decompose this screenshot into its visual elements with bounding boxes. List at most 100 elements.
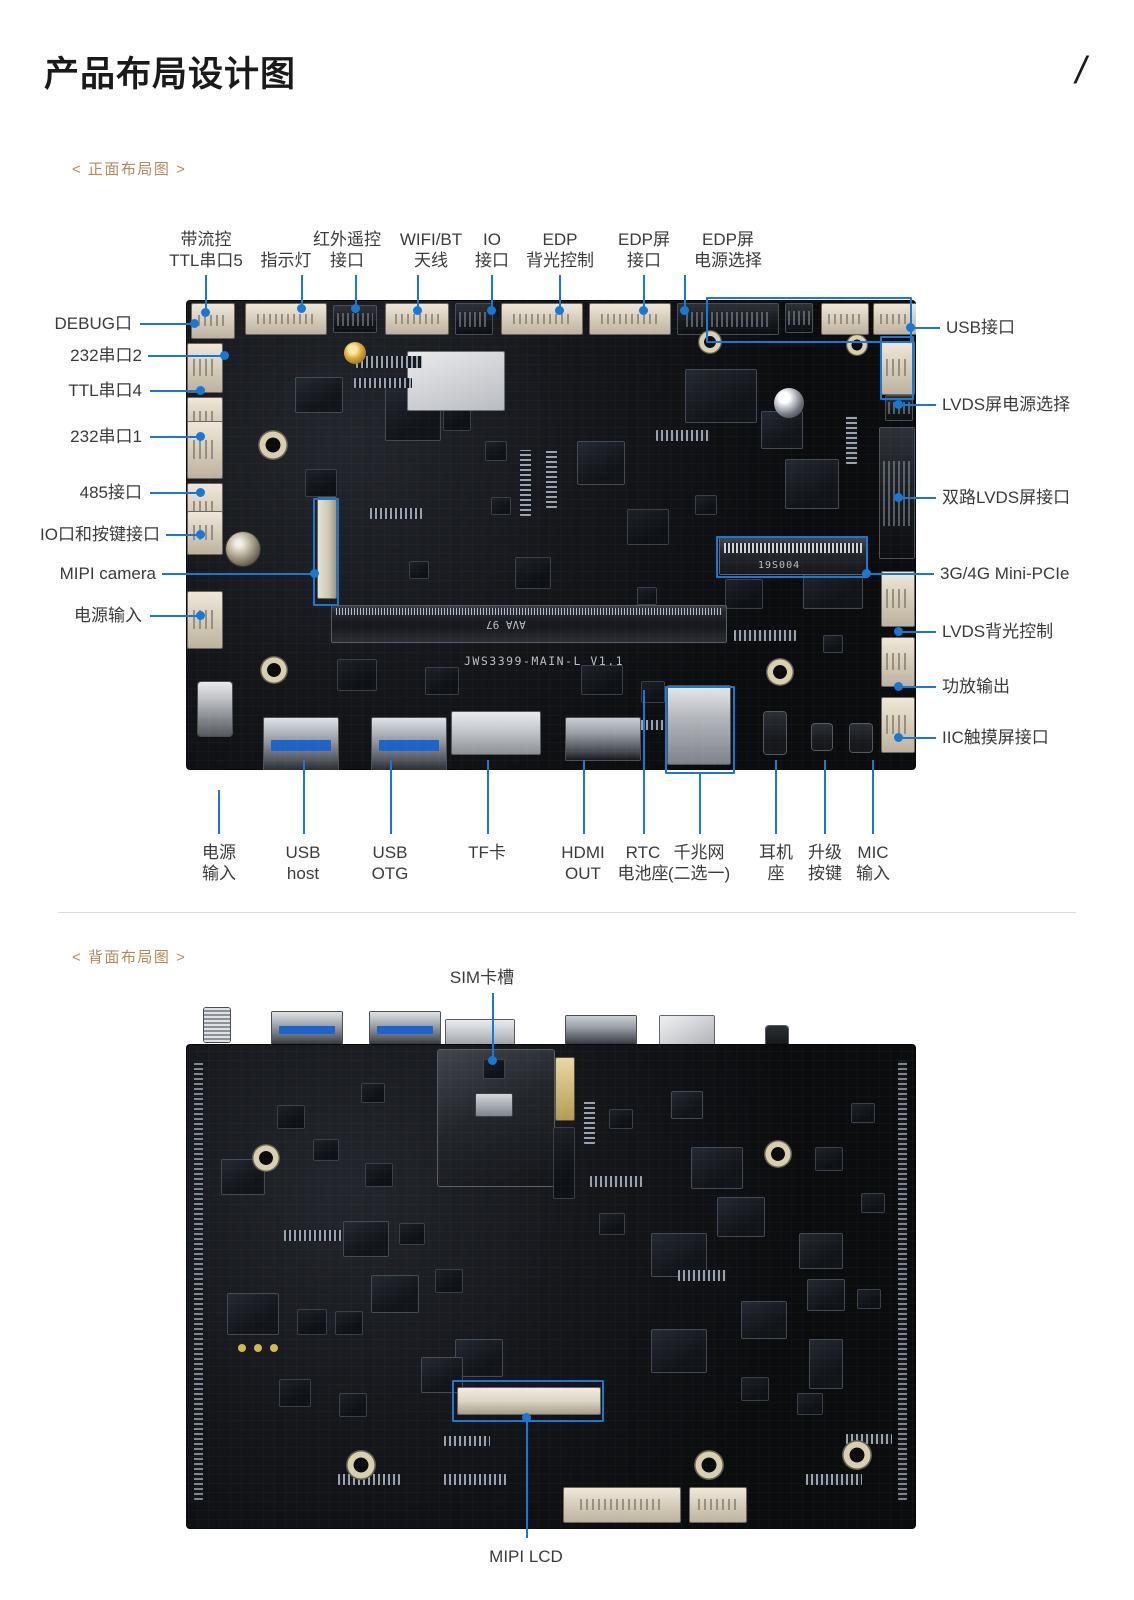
dot-left-6 [310,569,319,578]
highlight-mini-pcie [716,536,868,578]
callout-top-2-line-0: 红外遥控 [313,230,381,249]
callout-back-sim-label: SIM卡槽 [449,968,515,987]
callout-left-1-label: 232串口2 [70,346,142,365]
highlight-usb-headers [706,297,912,343]
callout-bottom-9: MIC 输入 [846,842,900,884]
lead-bottom-0 [218,790,220,834]
callout-left-3: 232串口1 [20,426,142,447]
callout-bottom-7-line-1: 座 [767,864,785,883]
section-label-front: < 正面布局图 > [72,161,187,178]
lead-right-6 [900,737,936,739]
callout-top-7: EDP屏 电源选择 [680,229,776,271]
lead-left-6 [162,573,316,575]
callout-bottom-1-line-0: USB [285,843,321,862]
callout-bottom-3-line-0: TF卡 [468,843,506,862]
lead-bottom-8 [824,760,826,834]
callout-bottom-5-line-1: 电池座 [617,864,669,883]
lead-left-3 [150,436,202,438]
callout-top-4-line-1: 接口 [475,251,509,270]
dot-left-2 [196,386,205,395]
dot-top-7 [680,306,689,315]
callout-top-5-line-0: EDP [542,230,578,249]
lead-left-0 [140,323,196,325]
highlight-gigabit-lan [665,686,735,774]
callout-top-2: 红外遥控 接口 [305,229,389,271]
lead-bottom-9 [872,760,874,834]
lead-left-2 [150,390,202,392]
callout-bottom-2: USB OTG [355,842,425,884]
lead-left-7 [150,615,202,617]
callout-top-6-line-0: EDP屏 [618,230,670,249]
callout-top-1-line-0: 指示灯 [260,251,312,270]
dot-right-2 [894,493,903,502]
dot-right-0 [906,323,915,332]
dot-top-5 [555,306,564,315]
callout-bottom-1-line-1: host [286,864,320,883]
callout-bottom-6-line-1: (二选一) [667,864,731,883]
mipi-camera-connector [318,498,336,598]
callout-right-1: LVDS屏电源选择 [942,394,1070,415]
callout-bottom-7-line-0: 耳机 [759,843,793,862]
back-usb-otg [370,1012,440,1046]
lead-right-0 [912,327,940,329]
dot-top-0 [201,308,210,317]
callout-left-0-label: DEBUG口 [54,314,132,333]
callout-bottom-0-line-1: 输入 [202,864,236,883]
callout-top-1: 指示灯 [248,250,324,271]
callout-left-6-label: MIPI camera [59,564,156,583]
callout-right-5-label: 功放输出 [942,677,1010,696]
callout-back-sim: SIM卡槽 [432,967,532,988]
callout-bottom-4: HDMI OUT [546,842,620,884]
lead-top-2 [355,275,357,309]
highlight-mipi-camera [313,498,339,606]
callout-right-0: USB接口 [946,317,1015,338]
callout-top-3: WIFI/BT 天线 [392,229,470,271]
callout-right-5: 功放输出 [942,676,1010,697]
callout-bottom-7: 耳机 座 [750,842,802,884]
callout-right-1-label: LVDS屏电源选择 [942,395,1071,414]
callout-right-6-label: IIC触摸屏接口 [942,728,1049,747]
callout-top-4: IO 接口 [466,229,518,271]
dot-left-0 [190,319,199,328]
lead-back-sim [492,993,494,1061]
dot-back-mipi [522,1413,531,1422]
callout-left-6: MIPI camera [20,563,156,584]
section-divider [58,912,1076,913]
dot-left-1 [220,351,229,360]
silk-pcie: 19S004 [758,560,801,571]
lead-left-5 [166,534,202,536]
lead-top-4 [491,275,493,311]
page-title: 产品布局设计图 [44,55,297,94]
callout-top-6-line-1: 接口 [627,251,661,270]
callout-bottom-0-line-0: 电源 [202,843,236,862]
callout-top-0-line-0: 带流控 [180,230,232,249]
callout-bottom-3: TF卡 [452,842,522,863]
callout-top-2-line-1: 接口 [330,251,364,270]
callout-bottom-9-line-1: 输入 [856,864,890,883]
callout-left-3-label: 232串口1 [70,427,142,446]
callout-bottom-0: 电源 输入 [184,842,254,884]
lead-right-3 [868,573,934,575]
callout-bottom-4-line-0: HDMI [561,843,605,862]
dot-right-5 [894,682,903,691]
callout-bottom-8-line-1: 按键 [808,864,842,883]
callout-top-4-line-0: IO [483,230,501,249]
back-board-image [186,1044,916,1529]
lead-bottom-6 [699,773,701,834]
dot-back-sim [488,1056,497,1065]
callout-top-7-line-0: EDP屏 [702,230,754,249]
callout-top-5: EDP 背光控制 [515,229,605,271]
lead-right-4 [900,631,936,633]
callout-left-4: 485接口 [20,482,142,503]
lead-top-7 [684,275,686,311]
silk-model: JWS3399-MAIN-L V1.1 [464,654,625,668]
mini-pcie-socket [720,538,866,574]
lead-right-1 [900,404,936,406]
callout-left-5-label: IO口和按键接口 [40,525,160,544]
callout-top-3-line-1: 天线 [414,251,448,270]
lead-top-5 [559,275,561,311]
lead-bottom-4 [583,760,585,834]
mipi-lcd-connector [458,1388,600,1414]
callout-right-2-label: 双路LVDS屏接口 [942,488,1071,507]
